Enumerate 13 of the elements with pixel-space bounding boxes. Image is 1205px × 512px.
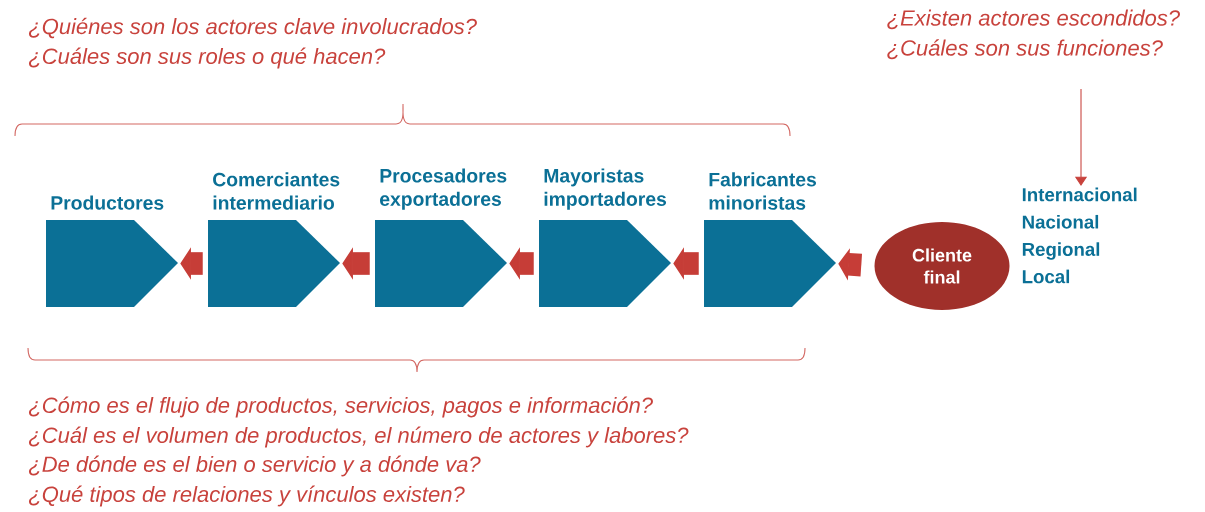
question-text: ¿Existen actores escondidos? ¿Cuáles son sus funciones?: [887, 9, 1180, 60]
heading: Productores: [51, 195, 164, 210]
heading: Procesadores exportadores: [380, 168, 507, 210]
question-text: ¿Cuál es el volumen de productos, el número de actores y labores?: [28, 426, 689, 448]
heading: Fabricantes minoristas: [709, 172, 816, 210]
question-text: ¿Qué tipos de relaciones y vínculos existen?: [28, 485, 465, 507]
scope-list: Internacional Nacional Regional Local: [1022, 187, 1137, 284]
question-text: ¿De dónde es el bien o servicio y a dónde va?: [28, 455, 481, 477]
question-text: ¿Quiénes son los actores clave involucrados?: [28, 17, 477, 39]
heading: Comerciantes intermediario: [213, 172, 340, 210]
question-text: ¿Cuáles son sus roles o qué hacen?: [28, 47, 386, 69]
heading: Mayoristas importadores: [544, 168, 667, 210]
question-text: ¿Cómo es el flujo de productos, servicios, pagos e información?: [28, 396, 653, 418]
